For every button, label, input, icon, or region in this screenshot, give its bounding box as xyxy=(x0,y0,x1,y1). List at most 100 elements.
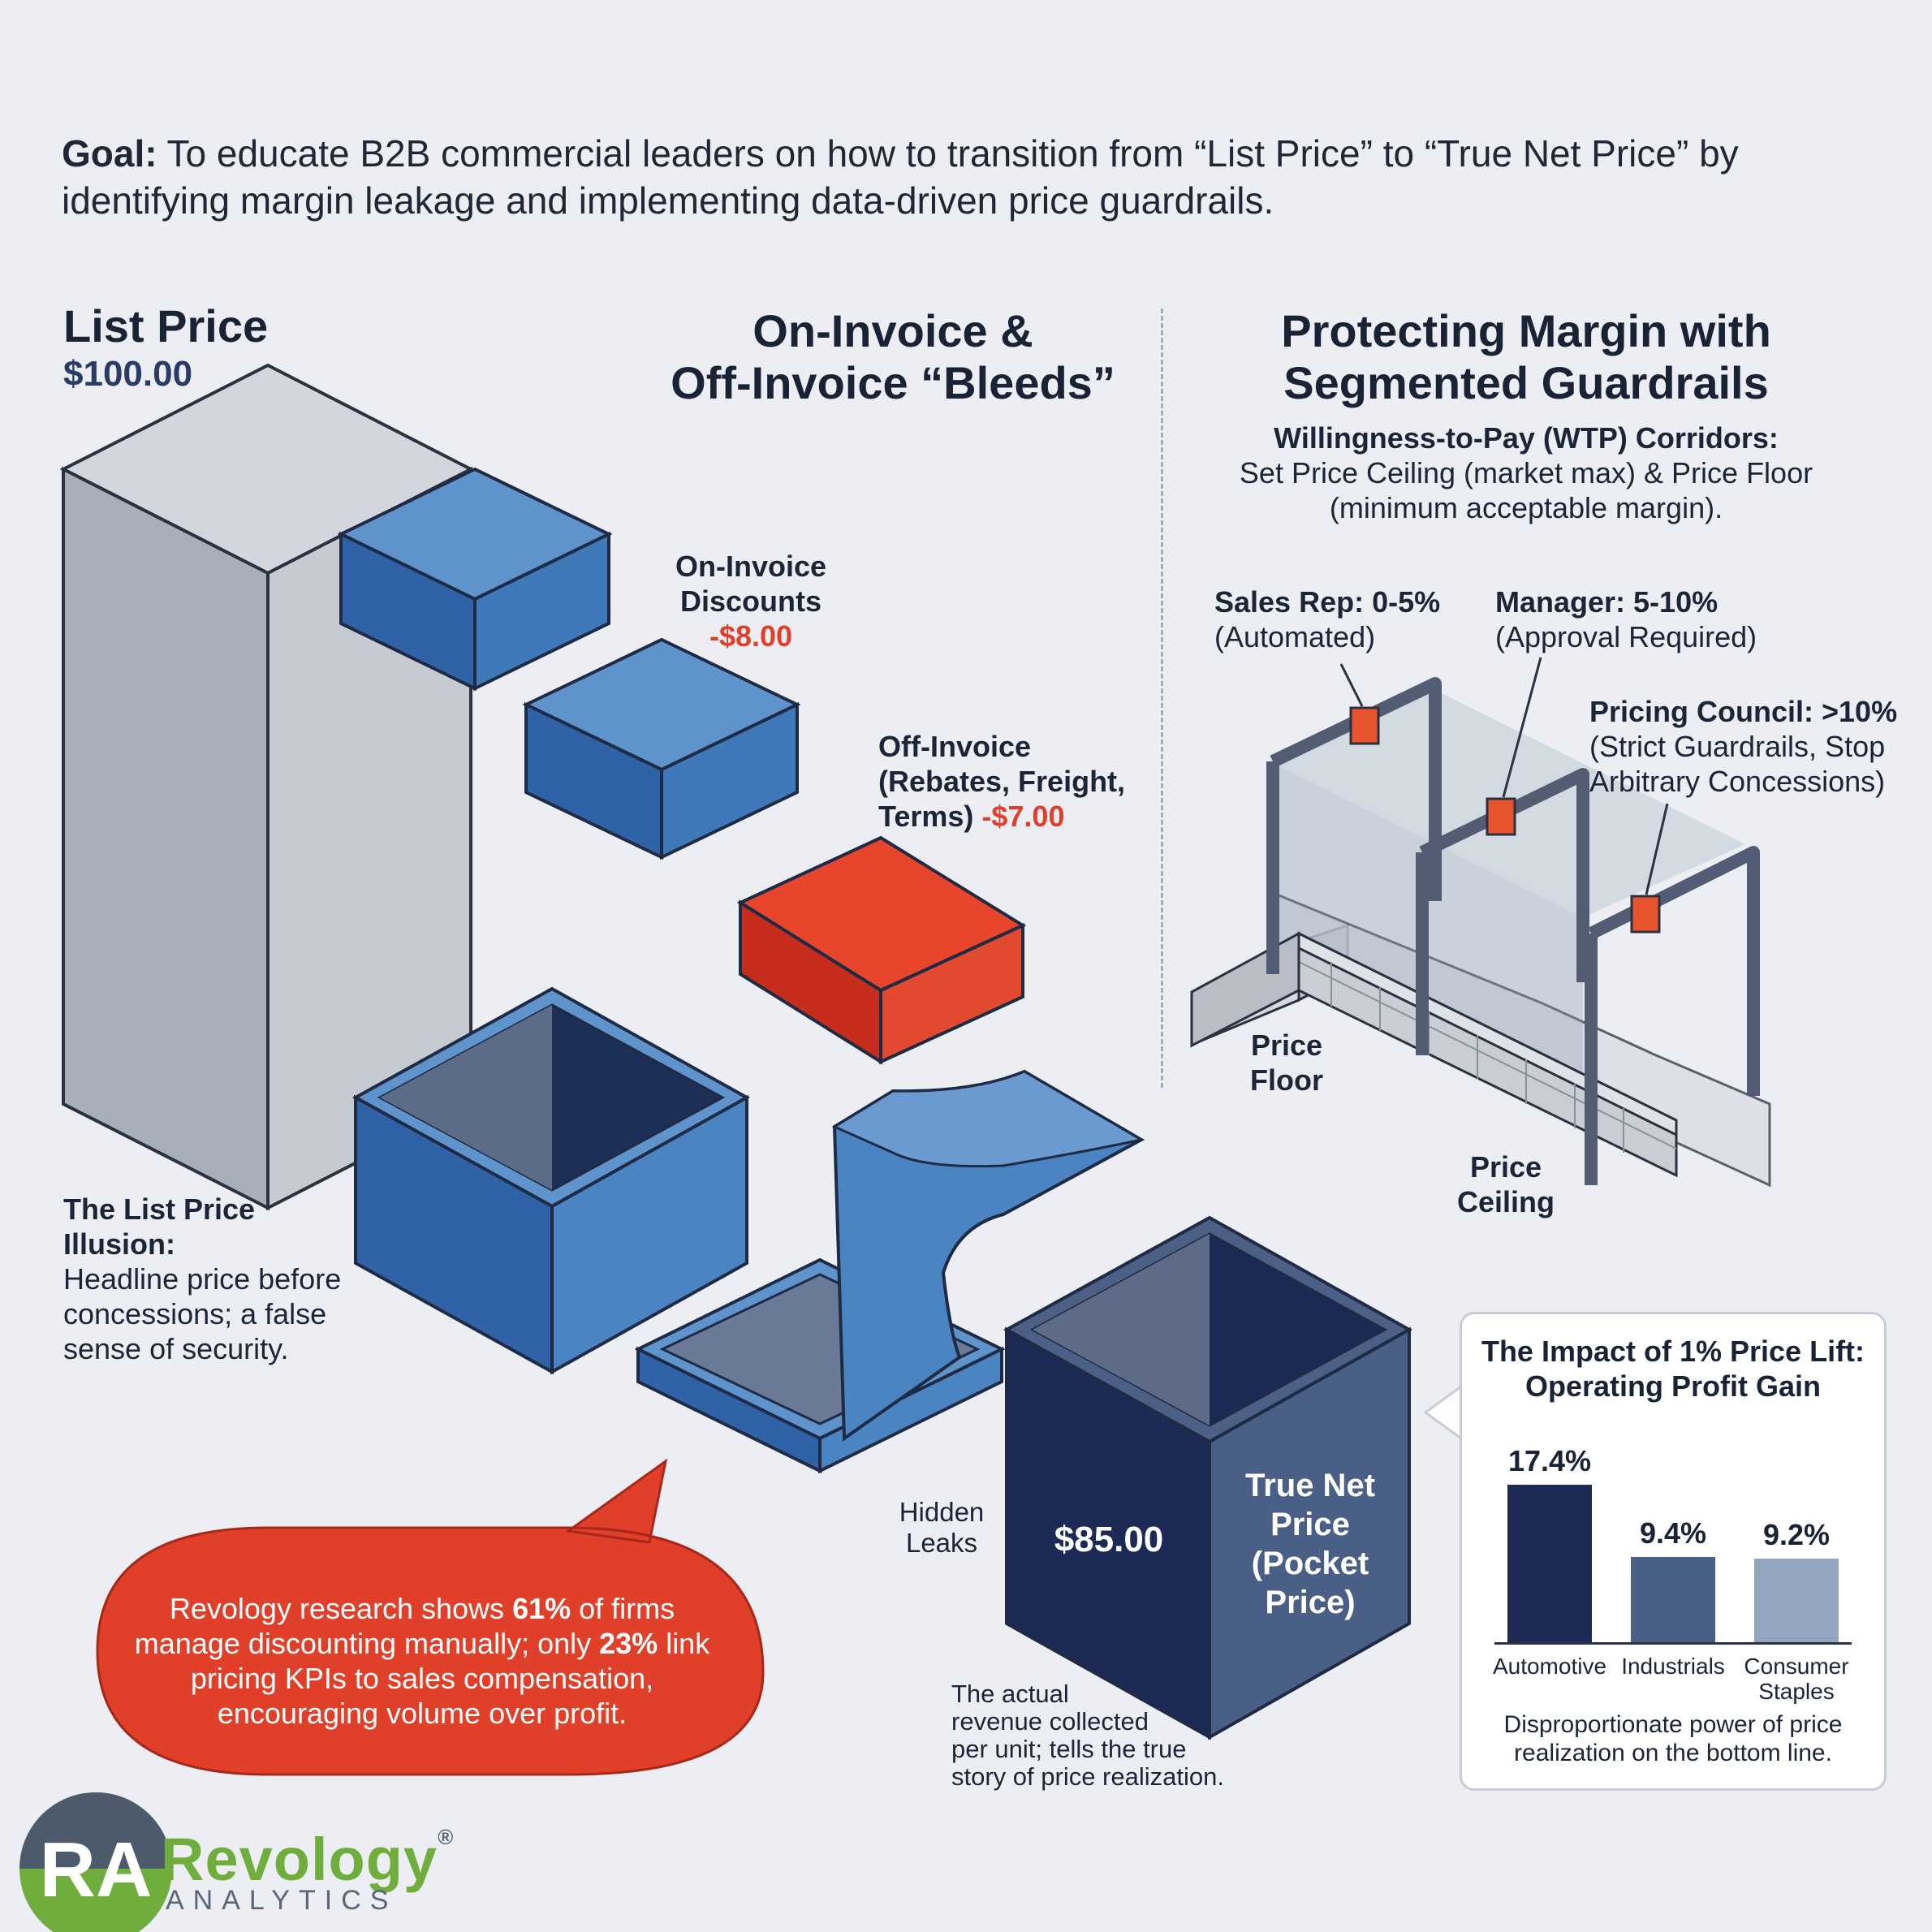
section-divider xyxy=(1161,308,1163,1088)
on-invoice-block-1 xyxy=(337,467,613,692)
wtp-title: Willingness-to-Pay (WTP) Corridors: xyxy=(1274,421,1779,455)
research-pct1: 61% xyxy=(512,1592,571,1625)
research-part1: Revology research shows xyxy=(169,1592,513,1625)
impact-panel-title: The Impact of 1% Price Lift:Operating Pr… xyxy=(1462,1334,1884,1404)
impact-panel: The Impact of 1% Price Lift:Operating Pr… xyxy=(1460,1312,1887,1791)
on-invoice-value: -$8.00 xyxy=(709,619,793,653)
logo-name: Revology® xyxy=(161,1825,454,1894)
sales-rep-label: Sales Rep: 0-5%(Automated) xyxy=(1214,584,1482,654)
net-price-label-line2: Price xyxy=(1270,1507,1350,1542)
guardrails-title-line1: Protecting Margin with xyxy=(1281,305,1771,356)
off-invoice-block xyxy=(736,835,1027,1065)
manager-label: Manager: 5-10%(Approval Required) xyxy=(1495,584,1788,654)
wtp-line2: (minimum acceptable margin). xyxy=(1329,491,1723,524)
panel-pointer xyxy=(1423,1385,1462,1440)
manager-sub: (Approval Required) xyxy=(1495,620,1757,653)
open-box-left xyxy=(351,986,751,1375)
logo-name-text: Revology xyxy=(161,1826,438,1893)
council-label: Pricing Council: >10%(Strict Guardrails,… xyxy=(1589,694,1898,799)
research-bubble-text: Revology research shows 61% of firms man… xyxy=(130,1591,714,1731)
off-invoice-label-line1: Off-Invoice xyxy=(878,730,1032,763)
net-price-label-line4: Price) xyxy=(1265,1585,1356,1620)
lock-icon xyxy=(1630,895,1661,934)
leak-pipe xyxy=(831,1069,1145,1442)
bleeds-title-line2: Off-Invoice “Bleeds” xyxy=(671,357,1115,408)
research-bubble xyxy=(96,1458,765,1776)
illusion-text: Headline price before concessions; a fal… xyxy=(63,1262,342,1365)
price-ceiling-line1: Price xyxy=(1469,1150,1542,1184)
wtp-line1: Set Price Ceiling (market max) & Price F… xyxy=(1239,456,1813,489)
net-price-desc-line1: The actual xyxy=(951,1680,1069,1708)
impact-bar-chart: 17.4% Automotive 9.4% Industrials 9.2% Consum… xyxy=(1462,1314,1884,1788)
bar-automotive xyxy=(1507,1485,1592,1642)
logo-registered: ® xyxy=(438,1825,455,1849)
guardrails-illustration xyxy=(1190,657,1771,1188)
sales-rep-title: Sales Rep: 0-5% xyxy=(1214,585,1441,619)
goal-text: To educate B2B commercial leaders on how… xyxy=(62,132,1739,222)
council-title: Pricing Council: >10% xyxy=(1589,695,1898,728)
net-price-desc-line4: story of price realization. xyxy=(951,1762,1224,1791)
list-price-value: $100.00 xyxy=(63,354,193,394)
goal-label: Goal: xyxy=(62,132,157,175)
lock-icon xyxy=(1349,706,1380,745)
off-invoice-label-line3: Terms) xyxy=(878,800,974,833)
research-part2: of firms manage discounting manually; on… xyxy=(134,1592,675,1660)
wtp-description: Willingness-to-Pay (WTP) Corridors:Set P… xyxy=(1177,420,1875,525)
bleeds-title-line1: On-Invoice & xyxy=(753,305,1033,356)
manager-title: Manager: 5-10% xyxy=(1495,585,1719,619)
research-pct2: 23% xyxy=(599,1627,658,1660)
bleeds-title: On-Invoice &Off-Invoice “Bleeds” xyxy=(593,305,1193,409)
hidden-leaks-line1: Hidden xyxy=(899,1497,985,1527)
impact-footer-line2: realization on the bottom line. xyxy=(1514,1740,1832,1766)
logo-mark-text: RA xyxy=(40,1826,153,1913)
bar-value-label: 17.4% xyxy=(1507,1444,1592,1477)
hidden-leaks-line2: Leaks xyxy=(905,1528,978,1558)
council-sub2: Arbitrary Concessions) xyxy=(1589,765,1886,798)
illusion-title: The List Price Illusion: xyxy=(63,1192,256,1261)
council-sub1: (Strict Guardrails, Stop xyxy=(1589,730,1886,763)
off-invoice-value: -$7.00 xyxy=(981,800,1065,833)
net-price-box xyxy=(1003,1215,1413,1740)
chart-baseline xyxy=(1494,1642,1852,1645)
price-floor-line1: Price xyxy=(1250,1029,1323,1062)
guardrails-title-line2: Segmented Guardrails xyxy=(1283,357,1769,408)
net-price-label-line1: True Net xyxy=(1244,1468,1376,1503)
off-invoice-label: Off-Invoice(Rebates, Freight,Terms) -$7.… xyxy=(878,729,1154,834)
bar-consumer-staples xyxy=(1754,1559,1839,1642)
on-invoice-block-2 xyxy=(522,637,801,860)
impact-footer-line1: Disproportionate power of price xyxy=(1503,1711,1843,1738)
net-price-desc-line2: revenue collected xyxy=(951,1707,1149,1736)
net-price-label-line3: (Pocket xyxy=(1251,1546,1369,1581)
bar-industrials xyxy=(1631,1557,1715,1642)
goal-statement: Goal: To educate B2B commercial leaders … xyxy=(62,130,1864,224)
on-invoice-label-line2: Discounts xyxy=(679,584,822,618)
impact-title-line2: Operating Profit Gain xyxy=(1524,1369,1822,1403)
net-price-desc-line3: per unit; tells the true xyxy=(951,1735,1187,1763)
category-label: Automotive xyxy=(1492,1654,1607,1679)
bar-value-label: 9.4% xyxy=(1639,1516,1707,1550)
impact-title-line1: The Impact of 1% Price Lift: xyxy=(1481,1335,1865,1368)
logo-sub: ANALYTICS xyxy=(166,1885,398,1916)
lock-icon xyxy=(1486,797,1516,836)
bar-value-label: 9.2% xyxy=(1762,1518,1831,1551)
category-label: Industrials xyxy=(1621,1654,1725,1679)
net-price-value: $85.00 xyxy=(1054,1520,1164,1559)
research-part3: link pricing KPIs to sales compensation,… xyxy=(190,1627,710,1730)
on-invoice-label-line1: On-Invoice xyxy=(675,550,827,583)
list-price-illusion: The List Price Illusion:Headline price b… xyxy=(63,1192,372,1366)
sales-rep-sub: (Automated) xyxy=(1214,620,1376,653)
revology-logo-icon: RA xyxy=(19,1792,172,1932)
off-invoice-label-line2: (Rebates, Freight, xyxy=(878,765,1126,798)
list-price-title: List Price xyxy=(63,300,269,351)
price-floor-line2: Floor xyxy=(1250,1063,1323,1097)
